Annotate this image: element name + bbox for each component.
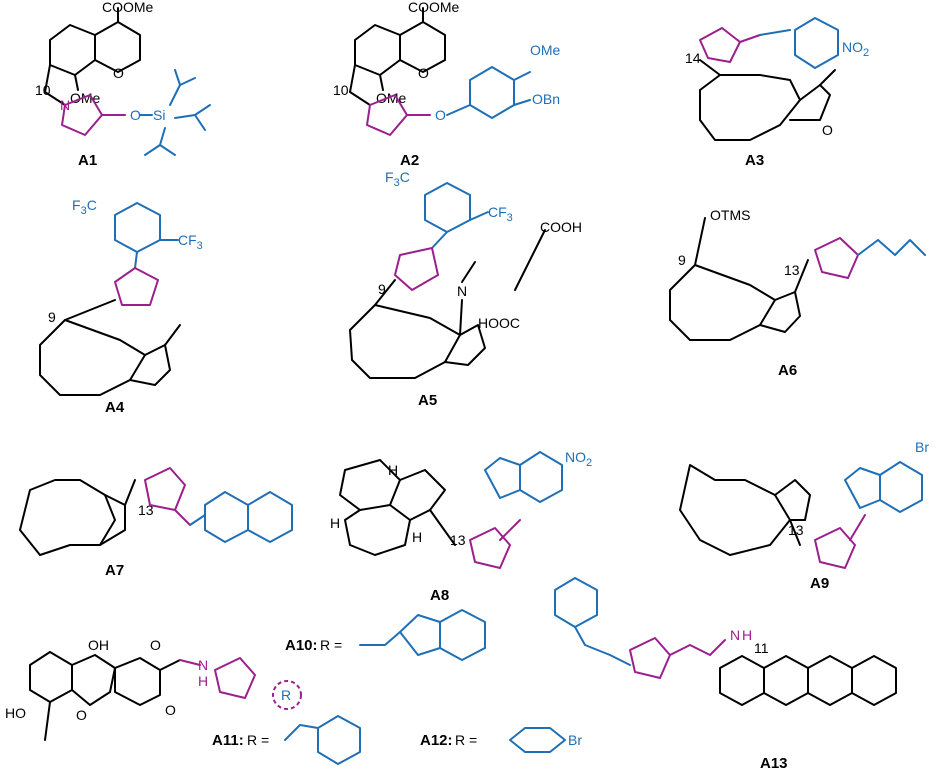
- a2-ome2-label: OMe: [530, 42, 561, 58]
- a5-label: A5: [418, 392, 437, 409]
- a3-o-label: O: [822, 122, 833, 138]
- a6-otms: OTMS: [710, 207, 750, 223]
- a9-label: A9: [810, 575, 829, 592]
- a8-h2: H: [330, 515, 340, 531]
- usnic-r: R: [281, 687, 291, 703]
- a12-br: Br: [568, 732, 582, 748]
- a8-label: A8: [430, 587, 449, 604]
- compound-a11: A11: R =: [212, 715, 361, 765]
- compound-a2: COOMe O OMe 10 O OMe OBn A2: [333, 0, 561, 169]
- a7-position-label: 13: [138, 502, 154, 518]
- a2-label: A2: [400, 152, 419, 169]
- usnic-nh-n: N: [198, 657, 208, 673]
- a5-position-label: 9: [378, 281, 386, 297]
- compound-a9: 13 Br A9: [679, 439, 929, 592]
- compound-a1: COOMe O OMe 10 N O Si A1: [35, 0, 211, 169]
- a1-ome-label: OMe: [70, 90, 101, 106]
- a2-obn-label: OBn: [532, 91, 560, 107]
- compound-a3: NO2 14 O A3: [685, 17, 869, 169]
- a5-n-label: N: [457, 283, 467, 299]
- a8-no2: NO2: [565, 449, 592, 469]
- compound-a5: F3C CF3 9 N COOH HOOC A5: [349, 169, 582, 409]
- compound-a7: 13 A7: [19, 467, 293, 579]
- a6-position-label-2: 13: [784, 262, 800, 278]
- a1-si-label: Si: [153, 107, 165, 123]
- a1-ester-label: COOMe: [102, 0, 154, 15]
- a13-nh-n: N: [730, 627, 740, 643]
- a1-triazole-n: N: [60, 97, 70, 113]
- a9-br: Br: [915, 439, 929, 455]
- a9-position-label: 13: [788, 522, 804, 538]
- compound-a12: A12: R = Br: [420, 727, 582, 753]
- a2-position-label: 10: [333, 82, 349, 98]
- a3-position-label: 14: [685, 50, 701, 66]
- a10-r-def: R =: [320, 637, 342, 653]
- a1-o-label: O: [130, 107, 141, 123]
- a13-position-label: 11: [754, 640, 769, 656]
- a4-cf3-b: CF3: [178, 232, 203, 252]
- a2-o-label: O: [435, 107, 446, 123]
- a7-label: A7: [105, 562, 124, 579]
- compound-a10: A10: R =: [285, 609, 486, 661]
- a1-ring-o: O: [113, 65, 124, 81]
- a1-position-label: 10: [35, 82, 51, 98]
- a1-label: A1: [78, 152, 97, 169]
- a5-hooc: HOOC: [478, 315, 520, 331]
- usnic-o2: O: [150, 637, 161, 653]
- a6-position-label: 9: [678, 252, 686, 268]
- usnic-oh1: OH: [88, 637, 109, 653]
- a4-label: A4: [105, 399, 125, 416]
- usnic-o3: O: [165, 702, 176, 718]
- a6-label: A6: [778, 362, 797, 379]
- a11-r-def: R =: [247, 732, 269, 748]
- a2-ring-o: O: [418, 65, 429, 81]
- usnic-nh-h: H: [198, 673, 208, 689]
- a3-no2-label: NO2: [842, 39, 869, 59]
- a8-h1: H: [388, 462, 398, 478]
- a5-cf3-a: F3C: [385, 169, 410, 189]
- a5-cooh: COOH: [540, 219, 582, 235]
- a11-label: A11:: [212, 732, 244, 749]
- a12-label: A12:: [420, 732, 453, 749]
- usnic-ho: HO: [5, 705, 26, 721]
- a4-position-label: 9: [48, 309, 56, 325]
- a13-nh-h: H: [742, 627, 752, 643]
- compound-a8: H H H 13 NO2 A8: [330, 449, 592, 604]
- compound-a4: F3C CF3 9 A4: [39, 197, 203, 416]
- a4-cf3-a: F3C: [72, 197, 97, 217]
- a2-ester-label: COOMe: [408, 0, 460, 15]
- a12-r-def: R =: [455, 732, 477, 748]
- a13-label: A13: [760, 755, 788, 772]
- a8-h3: H: [412, 529, 422, 545]
- usnic-o1: O: [76, 707, 87, 723]
- compound-usnic-core: OH HO O O O N H R: [5, 637, 302, 741]
- compound-a13: N H 11 A13: [554, 577, 897, 772]
- compound-a6: OTMS 9 13 A6: [669, 207, 926, 379]
- a10-label: A10:: [285, 637, 318, 654]
- a5-cf3-b: CF3: [488, 204, 513, 224]
- a3-label: A3: [745, 152, 764, 169]
- a2-ome-label: OMe: [376, 90, 407, 106]
